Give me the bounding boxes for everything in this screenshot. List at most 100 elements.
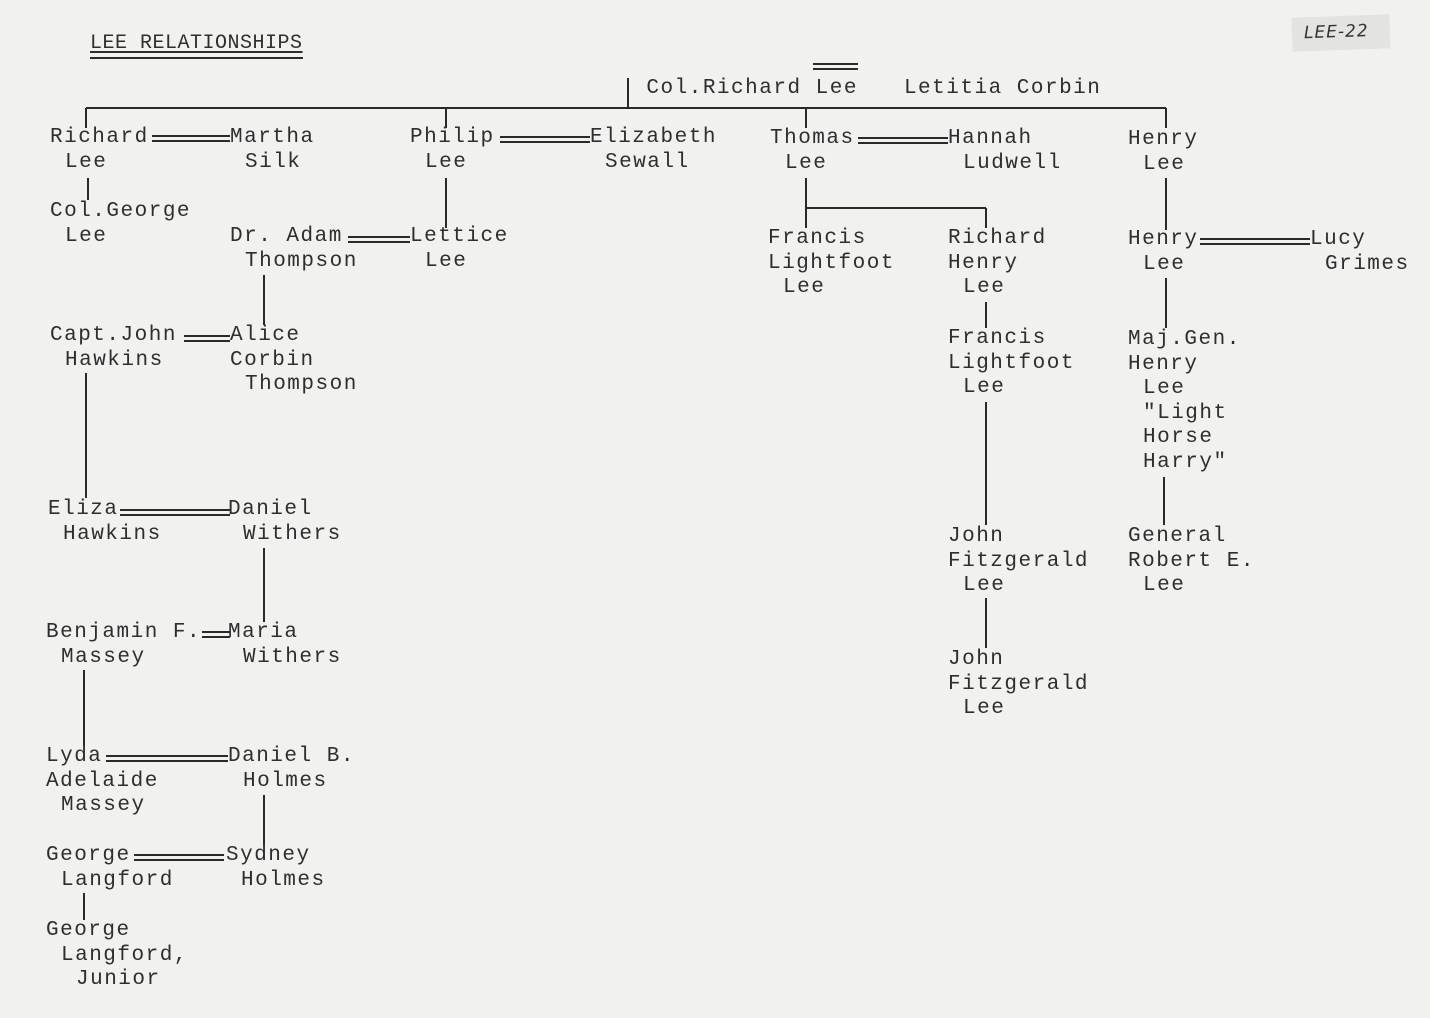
person-name-line: Adelaide — [46, 769, 159, 793]
root-husband: Col.Richard Lee — [646, 76, 858, 100]
person-name-line: Grimes — [1325, 252, 1410, 276]
person-name-line: Lee — [963, 376, 1006, 399]
person-name-line: Henry — [1128, 228, 1199, 251]
person-name-line: Capt.John — [50, 324, 177, 347]
person-node: Benjamin F.Massey — [46, 621, 201, 670]
person-name-line: John — [948, 648, 1005, 671]
person-name-line: Sewall — [605, 150, 690, 174]
person-name-line: Langford — [61, 868, 174, 892]
person-name-line: Lee — [785, 151, 828, 175]
person-name-line: General — [1128, 525, 1227, 548]
person-node: Daniel B.Holmes — [228, 745, 355, 794]
person-name-line: "Light — [1143, 401, 1228, 425]
person-name-line: Lee — [65, 224, 108, 248]
person-name-line: Martha — [230, 126, 315, 149]
person-name-line: Lee — [65, 150, 108, 174]
person-name-line: Thomas — [770, 127, 855, 150]
person-name-line: John — [948, 525, 1005, 548]
person-name-line: Elizabeth — [590, 126, 717, 149]
person-name-line: Lucy — [1310, 228, 1367, 251]
person-name-line: Langford, — [61, 943, 188, 967]
person-name-line: Lettice — [410, 225, 509, 248]
person-name-line: Sydney — [226, 844, 311, 867]
person-name-line: Lee — [963, 574, 1006, 597]
person-name-line: Lightfoot — [768, 251, 895, 275]
person-name-line: Henry — [1128, 128, 1199, 151]
person-name-line: Maj.Gen. — [1128, 328, 1241, 351]
root-couple: Col.Richard Lee Letitia Corbin — [590, 52, 1101, 126]
person-name-line: Daniel — [228, 498, 313, 521]
person-name-line: Lee — [425, 249, 468, 273]
person-name-line: Silk — [245, 150, 302, 174]
person-name-line: Hawkins — [65, 348, 164, 372]
person-name-line: Lee — [963, 697, 1006, 720]
person-name-line: Harry" — [1143, 450, 1228, 474]
person-name-line: Horse — [1143, 426, 1214, 449]
person-name-line: Lee — [425, 150, 468, 174]
person-name-line: Holmes — [243, 769, 328, 793]
person-name-line: Ludwell — [963, 151, 1062, 175]
person-name-line: Eliza — [48, 498, 119, 521]
person-name-line: Lee — [1143, 574, 1186, 597]
person-name-line: Henry — [948, 251, 1019, 275]
person-name-line: Fitzgerald — [948, 549, 1090, 573]
person-name-line: Benjamin F. — [46, 621, 202, 644]
person-name-line: Francis — [948, 327, 1047, 350]
person-name-line: Hawkins — [63, 522, 162, 546]
person-name-line: Thompson — [245, 249, 358, 273]
person-name-line: Hannah — [948, 127, 1033, 150]
root-wife: Letitia Corbin — [903, 76, 1102, 100]
person-name-line: Withers — [243, 645, 342, 669]
person-name-line: Maria — [228, 621, 299, 644]
person-name-line: Fitzgerald — [948, 672, 1090, 696]
reference-stamp: LEE-22 — [1291, 14, 1391, 52]
person-name-line: Lee — [1143, 252, 1186, 276]
person-name-line: George — [46, 844, 131, 867]
person-name-line: Massey — [61, 794, 146, 817]
person-name-line: Henry — [1128, 352, 1199, 376]
person-name-line: Lee — [963, 276, 1006, 299]
person-name-line: Lightfoot — [948, 351, 1075, 375]
person-name-line: Richard — [50, 126, 149, 149]
person-name-line: Robert E. — [1128, 549, 1255, 573]
person-name-line: Massey — [61, 645, 146, 669]
person-name-line: Thompson — [245, 373, 358, 396]
person-name-line: Withers — [243, 522, 342, 546]
person-name-line: Dr. Adam — [230, 225, 343, 248]
person-name-line: Richard — [948, 227, 1047, 250]
person-name-line: Philip — [410, 126, 495, 149]
person-name-line: Holmes — [241, 868, 326, 892]
person-name-line: Junior — [76, 968, 161, 991]
page-title: LEE RELATIONSHIPS — [90, 32, 303, 59]
reference-label: LEE-22 — [1303, 21, 1370, 44]
person-name-line: Col.George — [50, 200, 192, 223]
person-name-line: Francis — [768, 227, 867, 250]
person-name-line: George — [46, 919, 131, 942]
